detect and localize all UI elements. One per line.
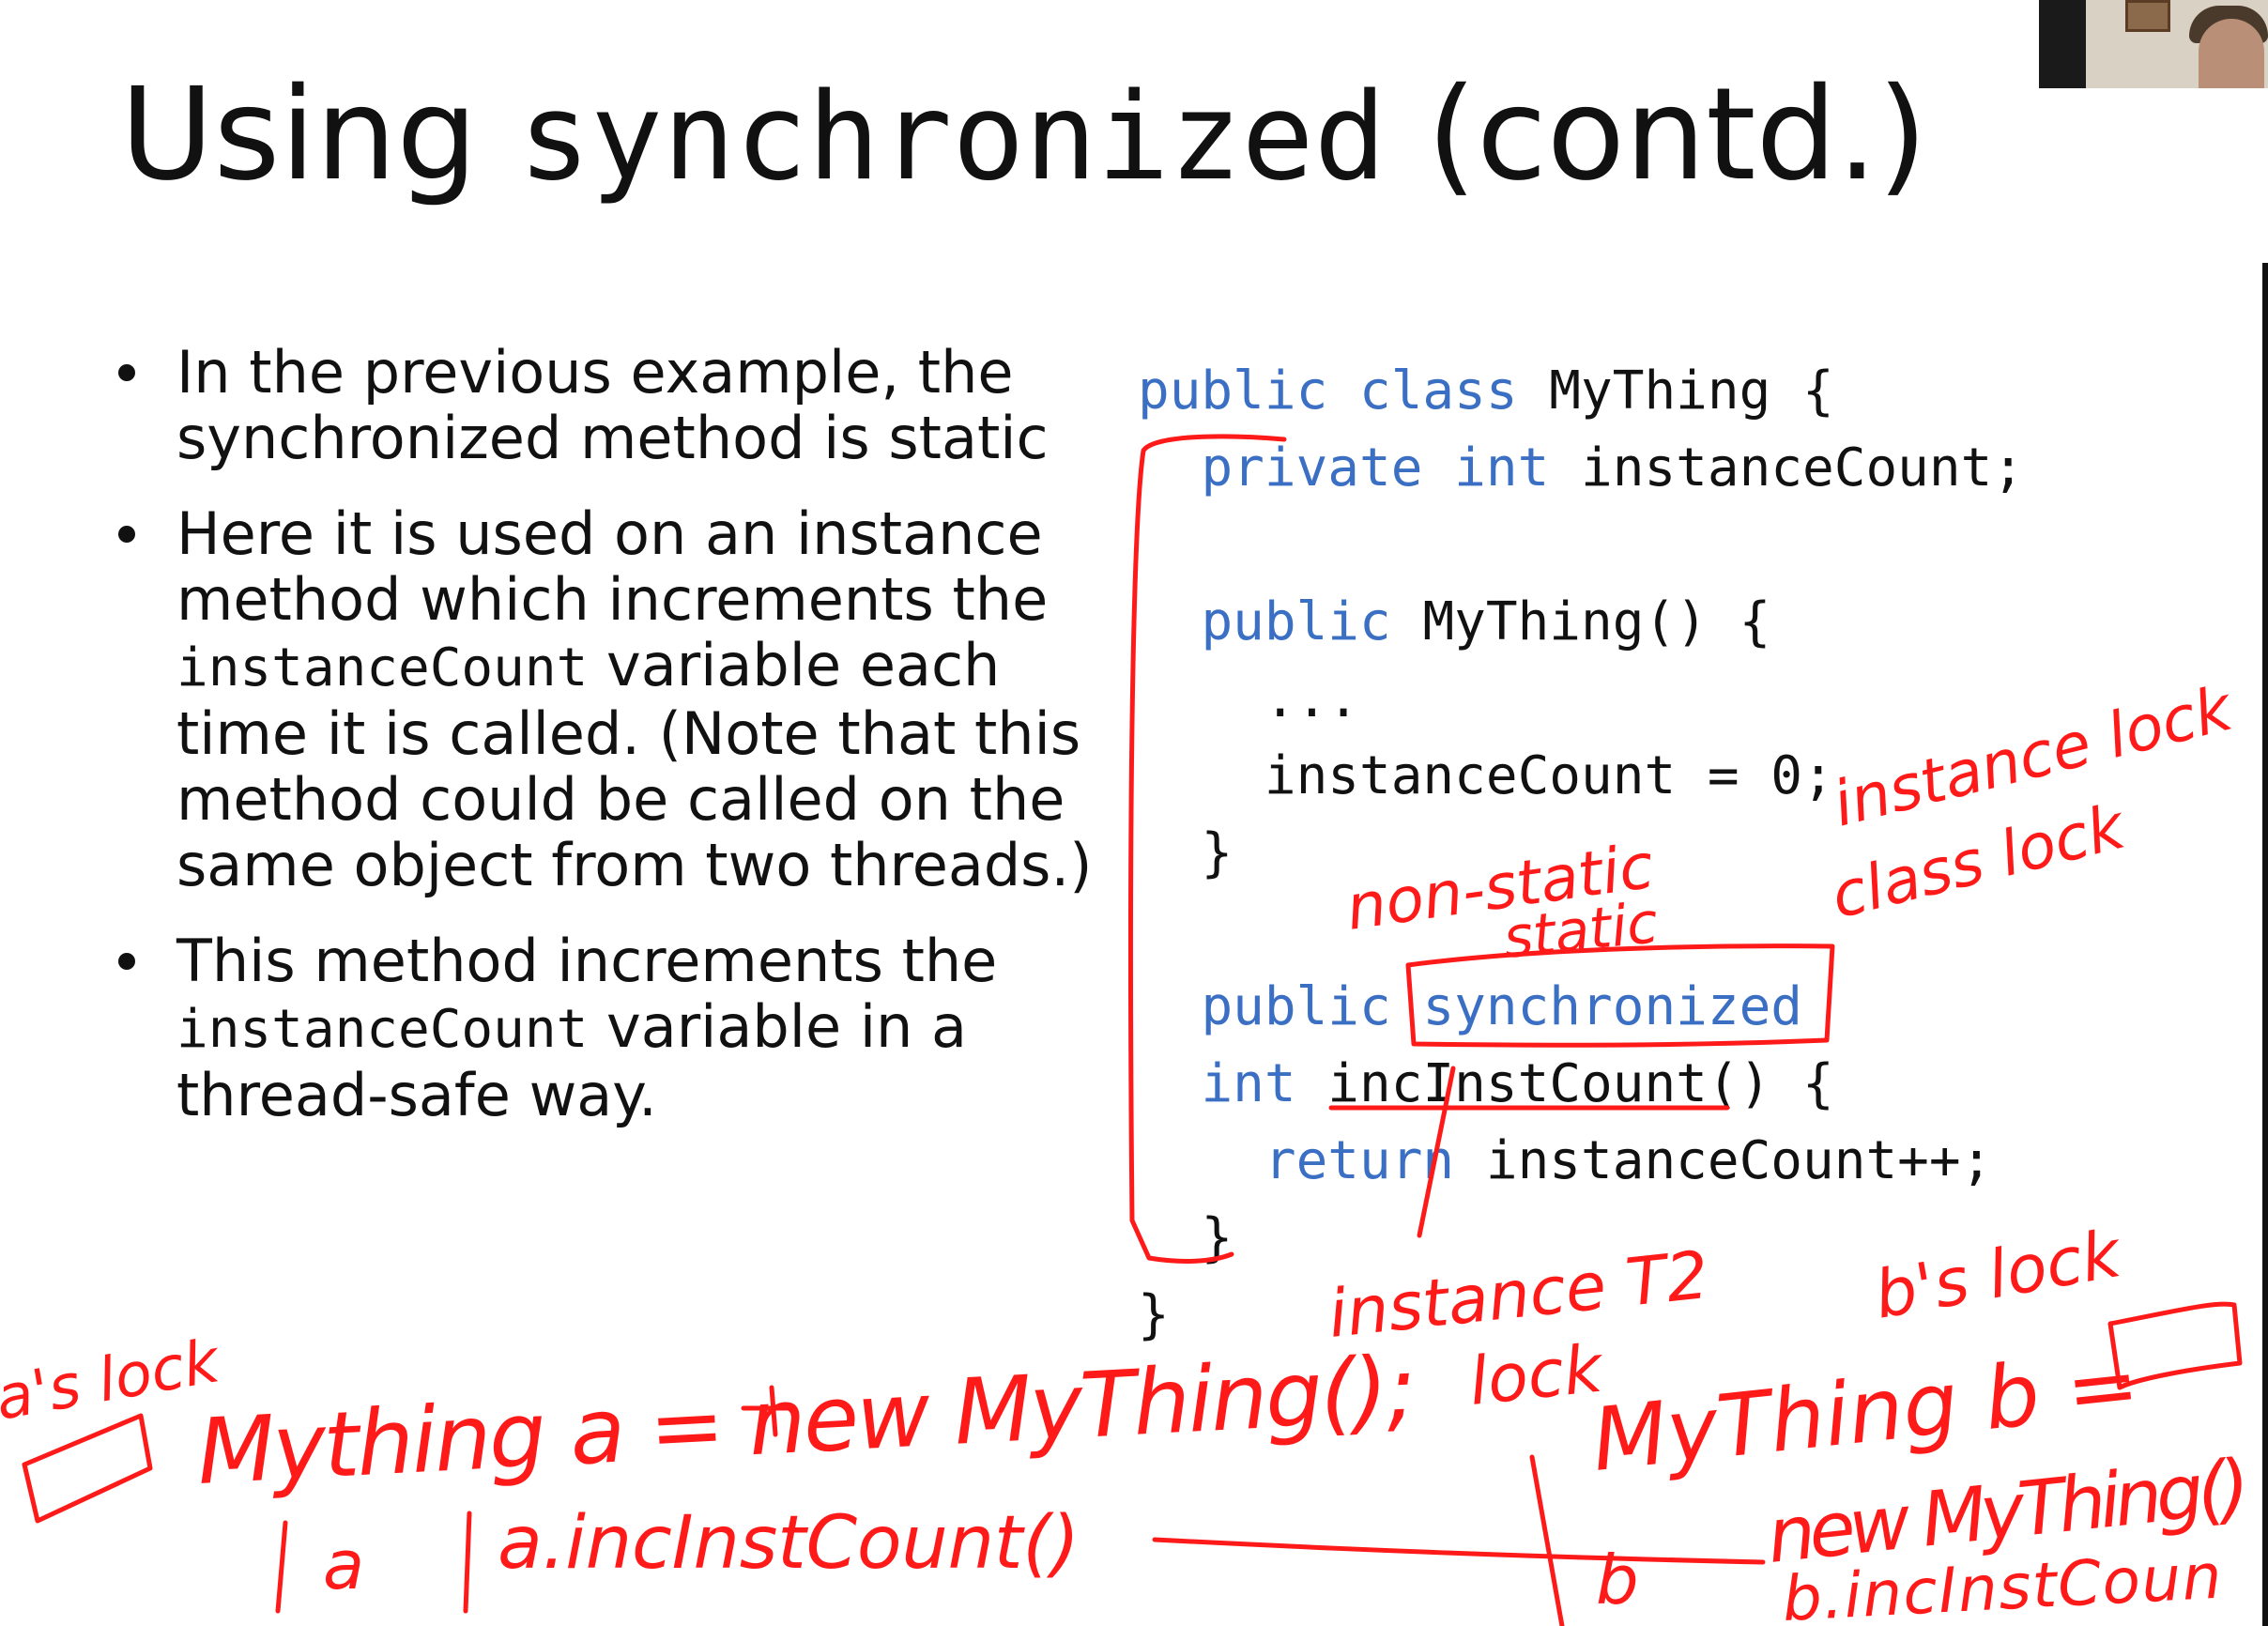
webcam-person [2199, 19, 2264, 88]
ink-class-bracket [1128, 434, 1287, 1264]
bullet-code: instanceCount [176, 637, 589, 698]
ink-bs-lock: b's lock [1869, 1215, 2128, 1334]
code-text: MyThing() { [1390, 591, 1771, 652]
bullet-text: variable each time it is called. (Note t… [176, 631, 1093, 899]
code-text: instanceCount; [1549, 437, 2025, 499]
ink-a-right-bar [463, 1511, 472, 1614]
ink-as-lock-box [22, 1413, 153, 1524]
ink-lock: lock [1465, 1329, 1608, 1420]
slide-edge [2262, 263, 2268, 1626]
code-text: } [1201, 822, 1234, 883]
ink-instance-t2: instance T2 [1325, 1236, 1711, 1353]
code-text: } [1138, 1284, 1170, 1345]
bullet-text: In the previous example, the synchronize… [176, 338, 1049, 472]
webcam-thumbnail [2039, 0, 2268, 88]
code-keyword: return [1264, 1130, 1455, 1191]
bullet-dot-icon [118, 364, 135, 381]
bullet-item: In the previous example, the synchronize… [118, 340, 1095, 471]
ink-bs-lock-box [2107, 1301, 2243, 1390]
bullet-code: instanceCount [176, 999, 589, 1060]
bullet-item: Here it is used on an instance method wh… [118, 501, 1095, 898]
bullet-text: variable in a thread-safe way. [176, 992, 968, 1129]
code-text: incInstCount() { [1295, 1053, 1834, 1114]
ink-mything-a: Mything a = new MyThing(); [194, 1336, 1418, 1505]
ink-synchronized-box [1405, 943, 1835, 1048]
webcam-picture-frame [2125, 0, 2170, 32]
code-keyword: public synchronized [1201, 976, 1803, 1037]
bullet-text: This method increments the [176, 927, 998, 995]
ink-a-call: a.incInstCount() [498, 1501, 1080, 1586]
code-keyword: public class [1138, 360, 1518, 422]
code-keyword: public [1201, 591, 1391, 652]
ink-b-left-bar [1529, 1454, 1565, 1626]
ink-a-label: a [323, 1526, 364, 1604]
code-block: public class MyThing { private int insta… [1138, 353, 2024, 1354]
bullet-item: This method increments the instanceCount… [118, 928, 1095, 1128]
bullet-text: Here it is used on an instance method wh… [176, 499, 1049, 634]
code-keyword: int [1201, 1053, 1296, 1114]
ink-t-mark [741, 1385, 793, 1437]
title-code: synchronized [517, 68, 1387, 207]
code-text: MyThing { [1517, 360, 1834, 422]
bullet-list: In the previous example, the synchronize… [118, 340, 1095, 1158]
bullet-dot-icon [118, 526, 135, 543]
ink-arrow [1152, 1537, 1766, 1565]
ink-b-label: b [1596, 1541, 1639, 1619]
ink-a-left-bar [275, 1520, 288, 1614]
title-text: Using [120, 61, 518, 209]
title-suffix: (contd.) [1386, 61, 1928, 209]
slide-title: Using synchronized (contd.) [120, 65, 1927, 207]
ink-as-lock: a's lock [0, 1327, 227, 1434]
code-keyword: private int [1201, 437, 1550, 499]
code-text: instanceCount++; [1454, 1130, 1993, 1191]
code-text: ... [1264, 668, 1360, 729]
bullet-dot-icon [118, 953, 135, 970]
ink-static: static [1500, 890, 1661, 972]
ink-slash [1417, 1066, 1456, 1238]
code-text: instanceCount = 0; [1264, 745, 1834, 806]
